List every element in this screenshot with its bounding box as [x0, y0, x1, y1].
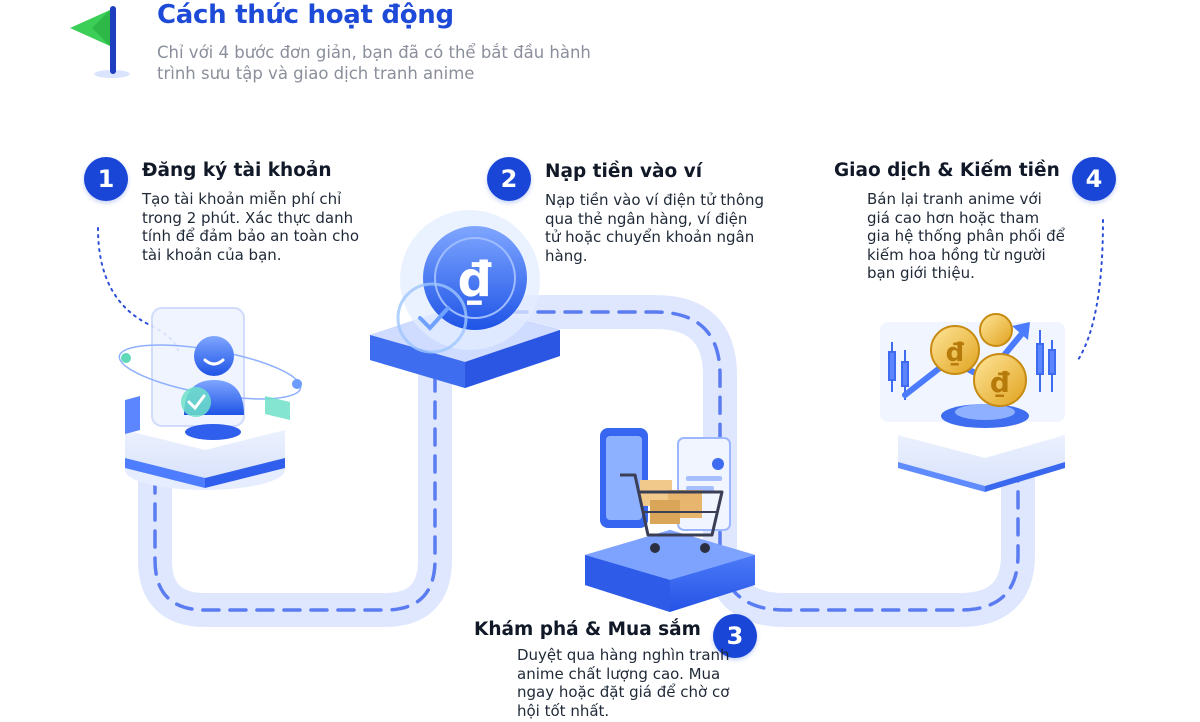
step-2-number: 2: [487, 157, 531, 201]
step-4-description: Bán lại tranh anime với giá cao hơn hoặc…: [867, 190, 1065, 282]
svg-text:₫: ₫: [946, 338, 964, 368]
step-2-description: Nạp tiền vào ví điện tử thông qua thẻ ng…: [545, 191, 765, 265]
svg-text:₫: ₫: [990, 366, 1010, 399]
step-1-title: Đăng ký tài khoản: [142, 160, 332, 181]
step-1-number: 1: [84, 157, 128, 201]
step-4-number: 4: [1072, 157, 1116, 201]
flag-icon: [70, 6, 130, 78]
shopping-cart-icon: [585, 428, 755, 612]
page-subtitle: Chỉ với 4 bước đơn giản, bạn đã có thể b…: [157, 43, 591, 83]
dong-coin-icon: ₫: [370, 210, 560, 388]
step-3-title: Khám phá & Mua sắm: [474, 619, 701, 640]
svg-text:₫: ₫: [458, 252, 492, 308]
step-3-number: 3: [713, 614, 757, 658]
step-4-title: Giao dịch & Kiếm tiền: [834, 160, 1060, 181]
step-2-title: Nạp tiền vào ví: [545, 161, 703, 182]
user-profile-icon: [118, 307, 302, 490]
coins-chart-icon: ₫ ₫: [880, 313, 1065, 492]
step-1-description: Tạo tài khoản miễn phí chỉ trong 2 phút.…: [142, 190, 360, 264]
page-title: Cách thức hoạt động: [157, 0, 454, 30]
step-3-description: Duyệt qua hàng nghìn tranh anime chất lư…: [517, 646, 730, 720]
